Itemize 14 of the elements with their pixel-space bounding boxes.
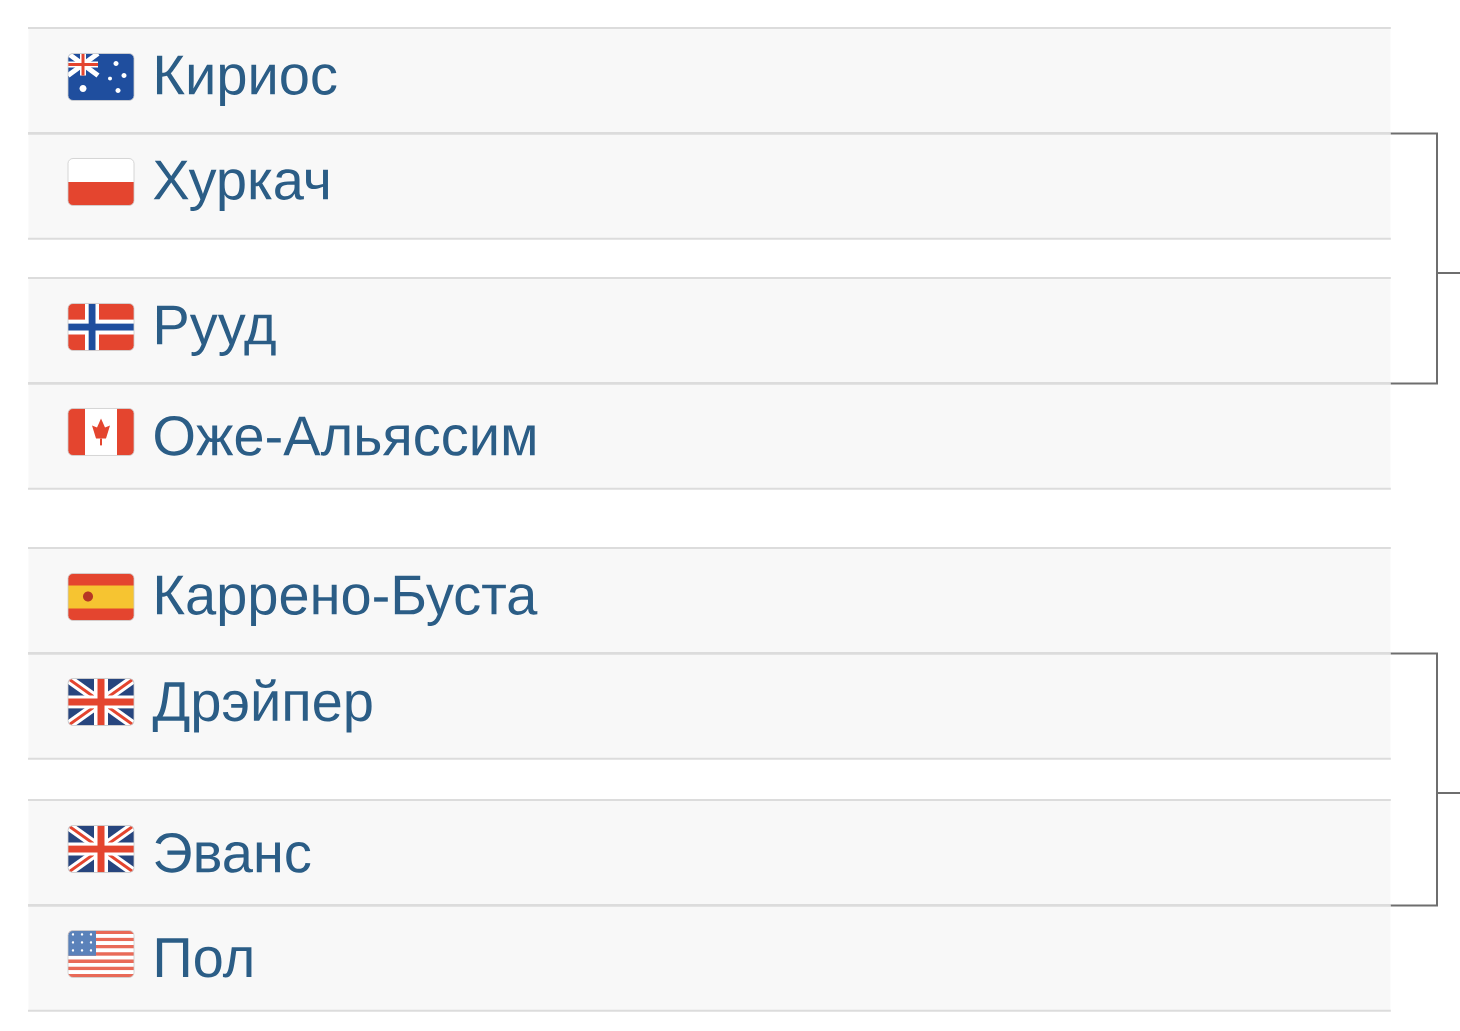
player-row: Каррено-Буста	[27, 547, 1392, 655]
match-box	[28, 28, 1391, 239]
match-box	[28, 548, 1391, 759]
player-row: Рууд	[27, 277, 1392, 385]
match-box	[28, 278, 1391, 489]
player-row: Эванс	[27, 799, 1392, 907]
player-row: Пол	[27, 904, 1392, 1012]
player-row: Оже-Альяссим	[27, 382, 1392, 490]
bracket-line	[1389, 272, 1460, 385]
bracket-line	[1389, 792, 1460, 907]
player-row: Хуркач	[27, 132, 1392, 240]
match-box	[28, 800, 1391, 1011]
player-row: Кириос	[27, 27, 1392, 135]
player-row: Дрэйпер	[27, 652, 1392, 760]
